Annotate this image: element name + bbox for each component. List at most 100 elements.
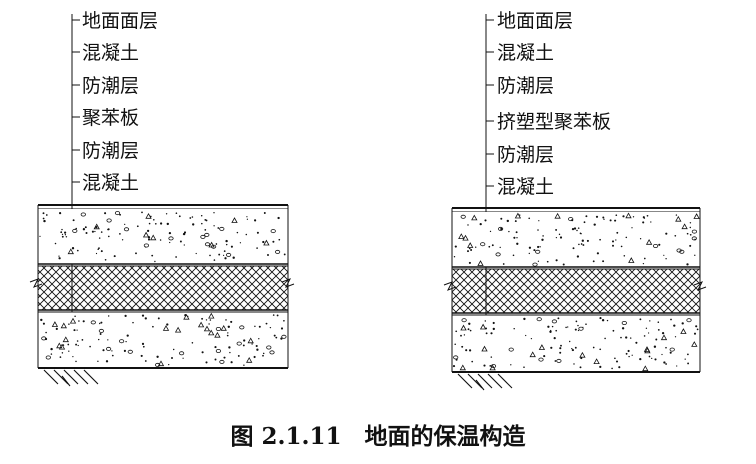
aggregate-mark — [558, 233, 561, 236]
aggregate-mark — [518, 214, 521, 216]
aggregate-mark — [490, 356, 493, 358]
aggregate-mark — [182, 232, 186, 236]
aggregate-mark — [61, 352, 64, 354]
aggregate-mark — [627, 349, 630, 353]
aggregate-mark — [536, 317, 542, 322]
aggregate-mark — [645, 238, 653, 245]
aggregate-mark — [107, 339, 109, 341]
aggregate-mark — [226, 252, 232, 257]
aggregate-mark — [687, 353, 689, 356]
aggregate-mark — [73, 329, 76, 332]
aggregate-mark — [239, 325, 245, 330]
aggregate-mark — [100, 231, 103, 233]
aggregate-mark — [219, 226, 225, 231]
aggregate-mark — [98, 237, 101, 239]
aggregate-mark — [676, 248, 682, 253]
aggregate-mark — [151, 254, 154, 257]
aggregate-mark — [539, 246, 541, 248]
aggregate-mark — [475, 246, 477, 248]
aggregate-mark — [651, 357, 653, 360]
aggregate-mark — [571, 227, 575, 231]
aggregate-mark — [560, 344, 562, 347]
aggregate-mark — [142, 345, 145, 348]
aggregate-mark — [514, 220, 517, 223]
aggregate-mark — [500, 227, 503, 231]
aggregate-mark — [200, 234, 206, 239]
aggregate-mark — [195, 252, 197, 255]
aggregate-mark — [568, 340, 571, 343]
aggregate-mark — [263, 239, 270, 246]
aggregate-mark — [67, 248, 74, 255]
aggregate-mark — [277, 216, 280, 220]
aggregate-mark — [236, 231, 239, 234]
aggregate-mark — [691, 229, 698, 234]
figure-caption: 图 2.1.11 地面的保温构造 — [230, 423, 526, 450]
aggregate-mark — [100, 250, 103, 253]
aggregate-mark — [615, 239, 617, 241]
aggregate-mark — [642, 365, 649, 372]
aggregate-mark — [283, 319, 285, 322]
aggregate-mark — [106, 218, 112, 223]
aggregate-mark — [673, 324, 676, 327]
aggregate-mark — [477, 260, 484, 266]
aggregate-mark — [208, 312, 215, 319]
aggregate-mark — [579, 351, 586, 358]
aggregate-mark — [219, 359, 225, 364]
aggregate-mark — [111, 354, 114, 357]
aggregate-mark — [481, 345, 488, 352]
aggregate-mark — [172, 348, 175, 351]
right-label-moisture-barrier-top: 防潮层 — [497, 75, 554, 97]
aggregate-mark — [631, 354, 633, 356]
aggregate-mark — [631, 227, 633, 229]
aggregate-mark — [68, 350, 70, 352]
aggregate-mark — [460, 334, 462, 337]
aggregate-mark — [61, 228, 63, 231]
aggregate-mark — [220, 324, 227, 331]
aggregate-mark — [69, 317, 77, 324]
aggregate-mark — [461, 318, 467, 323]
aggregate-mark — [50, 353, 53, 355]
aggregate-mark — [691, 341, 698, 347]
left-break-mark-left — [29, 278, 43, 288]
aggregate-mark — [119, 213, 121, 216]
aggregate-mark — [201, 317, 204, 320]
aggregate-mark — [156, 355, 159, 358]
aggregate-mark — [253, 355, 256, 359]
aggregate-mark — [239, 242, 242, 244]
aggregate-mark — [555, 329, 558, 332]
aggregate-mark — [74, 315, 76, 318]
aggregate-mark — [168, 363, 170, 366]
aggregate-mark — [513, 236, 516, 239]
aggregate-mark — [689, 226, 692, 229]
aggregate-mark — [142, 231, 150, 238]
aggregate-mark — [681, 322, 684, 325]
aggregate-mark — [153, 219, 155, 221]
aggregate-mark — [45, 214, 48, 216]
aggregate-mark — [258, 338, 260, 340]
aggregate-mark — [51, 321, 59, 327]
right-label-moisture-barrier-bottom: 防潮层 — [497, 144, 554, 166]
aggregate-mark — [201, 222, 203, 225]
aggregate-mark — [661, 353, 663, 356]
aggregate-mark — [256, 348, 259, 351]
aggregate-mark — [471, 360, 474, 363]
aggregate-mark — [254, 219, 257, 222]
aggregate-mark — [559, 351, 562, 354]
aggregate-mark — [639, 357, 642, 361]
aggregate-mark — [254, 325, 256, 328]
right-soil-hatch — [457, 373, 513, 391]
aggregate-mark — [465, 349, 468, 352]
aggregate-mark — [55, 327, 58, 331]
aggregate-mark — [491, 244, 494, 247]
aggregate-mark — [529, 351, 536, 358]
aggregate-mark — [76, 329, 78, 331]
aggregate-mark — [59, 212, 62, 215]
aggregate-mark — [214, 346, 217, 349]
aggregate-mark — [648, 332, 650, 334]
aggregate-mark — [614, 219, 617, 222]
aggregate-mark — [665, 258, 667, 260]
aggregate-mark — [490, 332, 493, 335]
aggregate-mark — [262, 352, 265, 355]
aggregate-mark — [470, 249, 473, 251]
aggregate-mark — [223, 356, 226, 359]
